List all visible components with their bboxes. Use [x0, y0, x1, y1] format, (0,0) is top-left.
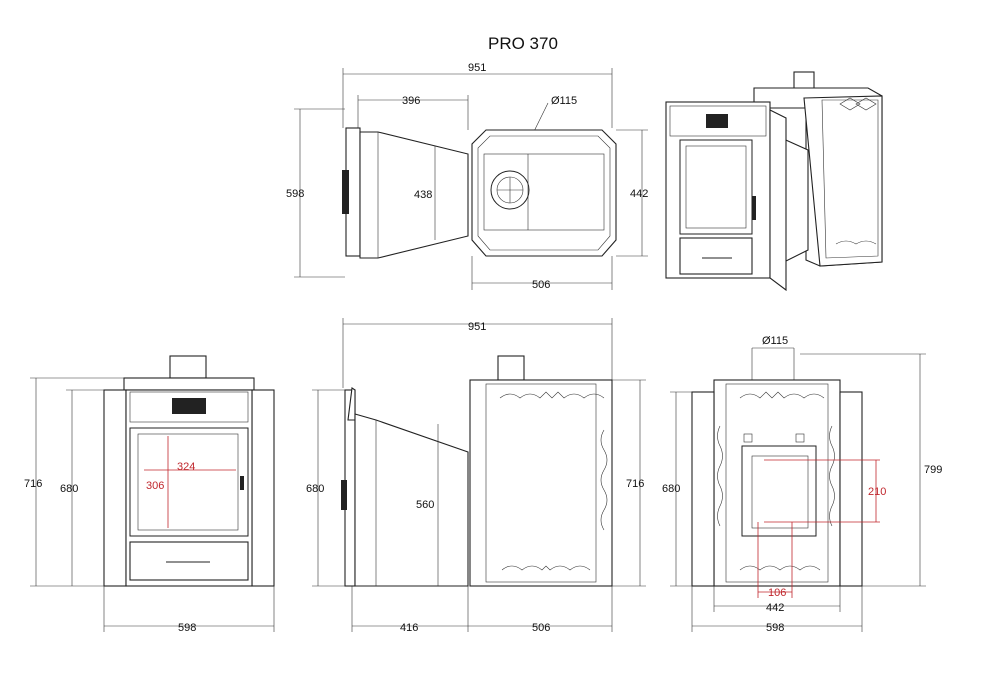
flue-pipe-front	[169, 355, 207, 379]
ornament-side-vertical	[600, 429, 608, 531]
ash-drawer-front	[129, 541, 249, 581]
logo-badge-iso	[706, 114, 728, 128]
dim-label-598: 598	[286, 188, 304, 200]
dim-label-flue-rear: Ø115	[762, 335, 788, 347]
dim-label-306: 306	[146, 480, 164, 492]
door-handle-iso	[752, 196, 756, 220]
iso-door	[679, 139, 753, 235]
top-cap-front	[123, 377, 255, 391]
rear-window-glass	[751, 455, 809, 529]
dim-label-598-rear: 598	[766, 622, 784, 634]
dim-label-442-rear: 442	[766, 602, 784, 614]
dim-label-210: 210	[868, 486, 886, 498]
stove-body-side	[469, 379, 613, 587]
door-handle-top	[342, 170, 349, 214]
front-cap-side	[347, 387, 356, 421]
dim-label-598-front: 598	[178, 622, 196, 634]
stove-body-top	[471, 129, 617, 257]
iso-front-side	[769, 109, 787, 292]
dim-label-951: 951	[468, 62, 486, 74]
ornament-iso	[839, 97, 877, 111]
front-view: 324 306 716 680 598	[24, 355, 275, 634]
side-panel-inner	[485, 383, 597, 583]
dim-label-416: 416	[400, 622, 418, 634]
top-view: 951 396 Ø115 598 438	[286, 62, 648, 291]
iso-logo-panel	[669, 105, 767, 137]
dim-label-716-side: 716	[626, 478, 644, 490]
ornament-iso-bottom	[835, 240, 877, 245]
iso-glass	[685, 145, 747, 229]
side-panel-right	[251, 389, 275, 587]
drawing-title: PRO 370	[488, 34, 558, 53]
rear-bolt	[795, 433, 805, 443]
dim-label-680-front: 680	[60, 483, 78, 495]
flue-pipe-side	[497, 355, 525, 381]
flue-circle-top	[490, 170, 530, 210]
dim-label-106: 106	[768, 587, 786, 599]
dim-label-438: 438	[414, 189, 432, 201]
iso-side-inner	[821, 99, 879, 259]
ornament-side-top	[499, 391, 605, 399]
dim-label-flue-top: Ø115	[551, 95, 577, 107]
ornament-rear-bottom	[739, 565, 821, 571]
rear-side-panel-right	[839, 391, 863, 587]
side-panel-left	[103, 389, 127, 587]
rear-panel-inner	[725, 383, 829, 583]
top-panel	[483, 153, 605, 231]
rear-side-panel-left	[691, 391, 715, 587]
dim-label-680-rear: 680	[662, 483, 680, 495]
dim-label-716-front: 716	[24, 478, 42, 490]
logo-panel-front	[129, 391, 249, 423]
dim-label-560: 560	[416, 499, 434, 511]
hood-side	[354, 413, 469, 587]
rear-bolt	[743, 433, 753, 443]
ornament-rear-top	[739, 391, 825, 399]
dim-label-324: 324	[177, 461, 195, 473]
rear-window-frame	[741, 445, 817, 537]
dim-label-680-side: 680	[306, 483, 324, 495]
dim-label-506-side: 506	[532, 622, 550, 634]
stove-body-inner	[477, 135, 611, 251]
iso-ash-drawer	[679, 237, 753, 275]
ornament-rear-left	[717, 425, 723, 527]
fire-door-front	[129, 427, 249, 537]
ornament-rear-right	[829, 425, 835, 527]
dim-label-506-top: 506	[532, 279, 550, 291]
dim-label-396: 396	[402, 95, 420, 107]
door-handle-front	[240, 476, 244, 490]
door-handle-side	[341, 480, 347, 510]
dim-label-442-top: 442	[630, 188, 648, 200]
iso-side-panel	[803, 95, 883, 267]
dim-label-799: 799	[924, 464, 942, 476]
dim-label-951-side: 951	[468, 321, 486, 333]
rear-view: Ø115 210 106 680 799	[662, 335, 942, 634]
side-view: 951 680 560 716 416 506	[306, 318, 646, 634]
ornament-side-bottom	[501, 565, 591, 571]
glass-pane-front	[137, 433, 239, 531]
isometric-view	[665, 71, 883, 292]
logo-badge-front	[172, 398, 206, 414]
